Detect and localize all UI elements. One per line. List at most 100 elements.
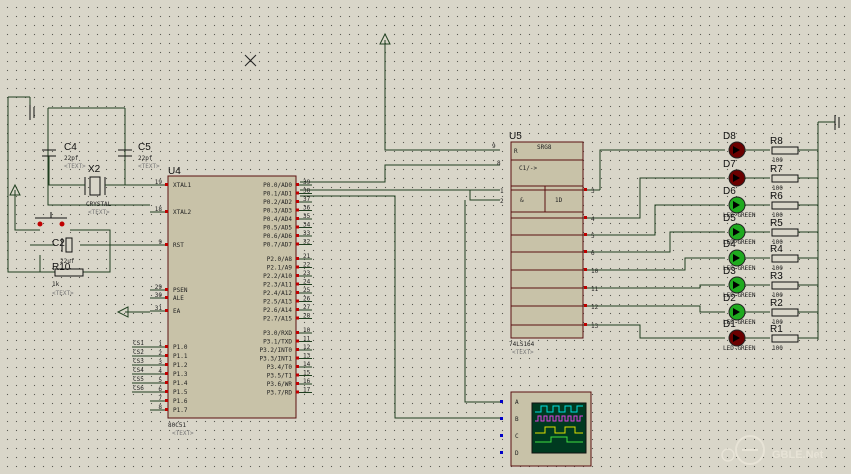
u4-pin-marker <box>296 365 299 368</box>
u4-pin-marker <box>296 265 299 269</box>
led-part: LED-GREEN <box>723 265 756 272</box>
c5-ref: C5 <box>138 142 151 153</box>
diode-symbol-icon <box>733 334 740 342</box>
diode-symbol-icon <box>733 146 740 154</box>
resistor-value: 100 <box>772 292 783 299</box>
led-ref: D7 <box>723 159 736 170</box>
scope-channel-label: C <box>515 433 519 440</box>
u4-left-pin-name: P1.3 <box>173 371 188 378</box>
u4-right-pin-name: P0.5/AD5 <box>263 225 292 232</box>
u4-right-pin-number: 35 <box>303 213 311 220</box>
resistor-body <box>771 308 799 317</box>
capacitor-c5[interactable]: C5 22pf <TEXT> <box>118 142 160 170</box>
u4-right-pin-number: 27 <box>303 304 311 311</box>
u4-pin-marker <box>296 217 299 220</box>
resistor-value: 100 <box>772 212 783 219</box>
reset-button[interactable] <box>35 212 67 227</box>
u4-right-pin-name: P3.4/T0 <box>267 364 293 371</box>
led-part: LED-GREEN <box>723 212 756 219</box>
u4-pin-marker <box>296 191 299 195</box>
u5-pin1: 1 <box>500 188 504 195</box>
led-d8[interactable]: D8 <box>723 131 770 159</box>
capacitor-c2[interactable]: C2 22uf <box>52 237 75 265</box>
u4-left-pin-number: 3 <box>158 359 162 366</box>
wires <box>7 32 835 419</box>
u4-right-pin-name: P2.3/A11 <box>263 282 292 289</box>
cs-net-label: CS1 <box>133 340 144 347</box>
led-part: LED-GREEN <box>723 292 756 299</box>
u4-left-pin-name: P1.5 <box>173 389 188 396</box>
u4-right-pin-number: 33 <box>303 230 311 237</box>
u4-right-pin-number: 39 <box>303 179 311 186</box>
r10-text-tag: <TEXT> <box>52 290 74 297</box>
u4-pin-marker <box>296 382 299 385</box>
u4-left-pin-name: P1.1 <box>173 353 188 360</box>
resistor-value: 100 <box>772 319 783 326</box>
u4-left-pin-name: ALE <box>173 295 184 302</box>
u5-pin-marker <box>584 216 587 219</box>
resistor-r10[interactable]: R10 1k <TEXT> <box>52 262 84 297</box>
u4-right-pin-name: P2.5/A13 <box>263 299 292 306</box>
u4-right-pin-name: P0.4/AD4 <box>263 216 292 223</box>
resistor-ref: R4 <box>770 244 783 255</box>
u4-part: 80C51 <box>168 422 186 429</box>
u4-left-pin-number: 31 <box>155 305 163 312</box>
u5-output-pin-number: 12 <box>591 304 599 311</box>
u4-left-pin-number: 1 <box>158 341 162 348</box>
c4-value: 22pf <box>64 155 79 162</box>
u5-pin-marker <box>584 286 587 289</box>
u5-output-pin-number: 6 <box>591 250 595 257</box>
cursor-marker <box>244 54 257 67</box>
shift-register-74ls164-u5[interactable]: U5 SRG8 R C1/-> & 1D 9 8 1 2 74LS164 <TE… <box>492 131 600 356</box>
u4-right-pin-number: 12 <box>303 344 311 351</box>
u4-left-pin-name: RST <box>173 242 184 249</box>
u4-right-pin-number: 17 <box>303 387 311 394</box>
watermark-text: GBLE.Net <box>772 449 824 461</box>
u5-pin-marker <box>584 323 587 326</box>
u4-left-pin-number: 5 <box>158 377 162 384</box>
led-d7[interactable]: D7 <box>723 159 770 187</box>
u4-right-pin-name: P2.2/A10 <box>263 273 292 280</box>
u4-pin-marker <box>165 354 168 357</box>
capacitor-c4[interactable]: C4 22pf <TEXT> <box>42 142 86 185</box>
scope-pin-marker <box>500 451 503 454</box>
scope-channel-label: A <box>515 399 519 406</box>
u4-right-pin-name: P3.3/INT1 <box>259 356 292 363</box>
resistor-body <box>771 281 799 290</box>
resistor-body <box>771 146 799 155</box>
u4-right-pin-number: 24 <box>303 279 311 286</box>
x2-text-tag: <TEXT> <box>88 209 110 216</box>
u5-output-pin-number: 13 <box>591 323 599 330</box>
u4-pin-marker <box>165 243 168 246</box>
u4-right-pin-name: P3.6/WR <box>267 381 293 388</box>
led-ref: D2 <box>723 293 736 304</box>
u5-pin-marker <box>584 188 587 191</box>
u4-pin-marker <box>296 331 299 334</box>
resistor-value: 100 <box>772 185 783 192</box>
crystal-x2[interactable]: X2 CRYSTAL <TEXT> <box>48 164 125 216</box>
resistor-body <box>771 174 799 183</box>
u4-right-pin-number: 26 <box>303 296 311 303</box>
u5-pin8: 8 <box>497 160 501 167</box>
u5-pin-amp: & <box>520 197 524 204</box>
ground-symbol-right <box>834 115 840 130</box>
diode-symbol-icon <box>733 308 740 316</box>
